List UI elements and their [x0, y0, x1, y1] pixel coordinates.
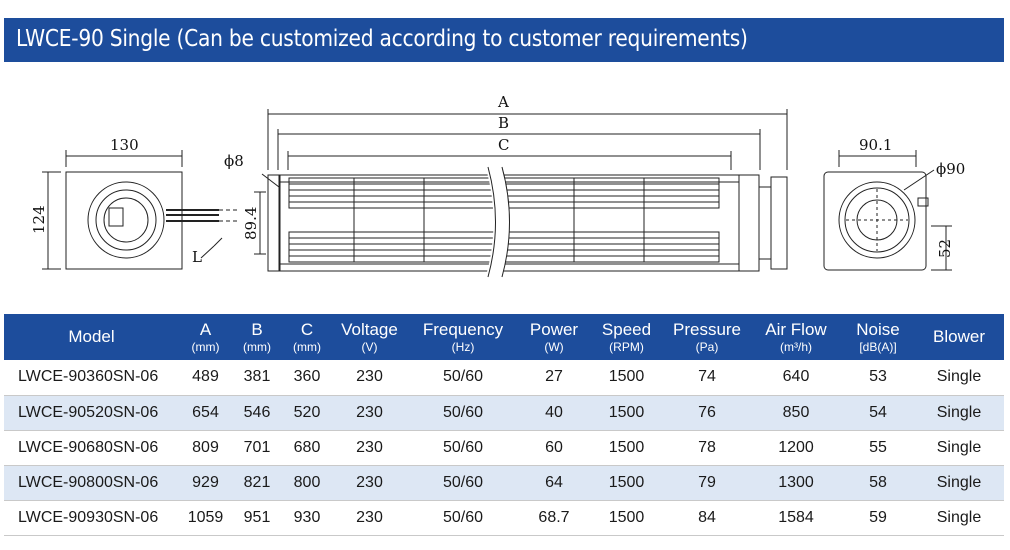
cell-blower: Single — [914, 465, 1004, 501]
cell-speed: 1500 — [589, 430, 664, 466]
cell-frequency: 50/60 — [407, 500, 519, 536]
dim-label-phi8: ϕ8 — [224, 152, 244, 170]
cell-blower: Single — [914, 500, 1004, 536]
cell-frequency: 50/60 — [407, 395, 519, 431]
header-model: Model — [68, 327, 115, 347]
cell-b: 546 — [232, 395, 282, 431]
dim-label-phi90: ϕ90 — [936, 160, 965, 178]
cell-pressure: 84 — [664, 500, 750, 536]
cell-noise: 59 — [842, 500, 914, 536]
cell-power: 64 — [519, 465, 589, 501]
cell-speed: 1500 — [589, 395, 664, 431]
cell-voltage: 230 — [332, 465, 407, 501]
title-banner: LWCE-90 Single (Can be customized accord… — [4, 18, 1004, 62]
cell-b: 381 — [232, 360, 282, 396]
cell-pressure: 76 — [664, 395, 750, 431]
cell-noise: 53 — [842, 360, 914, 396]
cell-air-flow: 640 — [750, 360, 842, 396]
cell-blower: Single — [914, 360, 1004, 396]
cell-a: 1059 — [179, 500, 232, 536]
cell-noise: 58 — [842, 465, 914, 501]
cell-noise: 55 — [842, 430, 914, 466]
cell-voltage: 230 — [332, 500, 407, 536]
cell-power: 40 — [519, 395, 589, 431]
cell-power: 68.7 — [519, 500, 589, 536]
cell-blower: Single — [914, 395, 1004, 431]
cell-pressure: 79 — [664, 465, 750, 501]
table-row: LWCE-90680SN-06 809 701 680 230 50/60 60… — [4, 430, 1004, 466]
right-end-view — [823, 150, 952, 271]
cell-c: 930 — [282, 500, 332, 536]
cell-c: 360 — [282, 360, 332, 396]
cell-air-flow: 1300 — [750, 465, 842, 501]
cell-speed: 1500 — [589, 500, 664, 536]
table-row: LWCE-90930SN-06 1059 951 930 230 50/60 6… — [4, 500, 1004, 536]
dim-label-52: 52 — [936, 239, 954, 258]
cell-speed: 1500 — [589, 465, 664, 501]
header-noise: Noise[dB(A)] — [856, 319, 900, 354]
cell-b: 821 — [232, 465, 282, 501]
side-view — [254, 109, 788, 280]
dim-label-89-4: 89.4 — [242, 207, 260, 240]
cell-air-flow: 1200 — [750, 430, 842, 466]
header-voltage: Voltage(V) — [341, 319, 398, 354]
table-header-row: Model A(mm) B(mm) C(mm) Voltage(V) Frequ… — [4, 314, 1004, 360]
table-row: LWCE-90520SN-06 654 546 520 230 50/60 40… — [4, 395, 1004, 431]
cell-noise: 54 — [842, 395, 914, 431]
cell-model: LWCE-90520SN-06 — [4, 395, 179, 431]
header-speed: Speed(RPM) — [601, 319, 652, 354]
dim-label-a: A — [497, 93, 509, 111]
cell-air-flow: 850 — [750, 395, 842, 431]
header-b: B(mm) — [243, 319, 271, 354]
cell-b: 701 — [232, 430, 282, 466]
cell-frequency: 50/60 — [407, 360, 519, 396]
cell-speed: 1500 — [589, 360, 664, 396]
header-power: Power(W) — [529, 319, 579, 354]
header-c: C(mm) — [293, 319, 321, 354]
cell-a: 809 — [179, 430, 232, 466]
left-end-view — [42, 150, 239, 270]
header-frequency: Frequency(Hz) — [422, 319, 504, 354]
cell-air-flow: 1584 — [750, 500, 842, 536]
cell-power: 27 — [519, 360, 589, 396]
spec-table: Model A(mm) B(mm) C(mm) Voltage(V) Frequ… — [4, 314, 1004, 536]
header-blower: Blower — [933, 327, 985, 347]
cell-c: 680 — [282, 430, 332, 466]
cell-c: 520 — [282, 395, 332, 431]
header-a: A(mm) — [191, 319, 220, 354]
cell-model: LWCE-90680SN-06 — [4, 430, 179, 466]
cell-c: 800 — [282, 465, 332, 501]
cell-blower: Single — [914, 430, 1004, 466]
cell-model: LWCE-90360SN-06 — [4, 360, 179, 396]
cell-power: 60 — [519, 430, 589, 466]
cell-voltage: 230 — [332, 360, 407, 396]
cell-a: 654 — [179, 395, 232, 431]
cell-frequency: 50/60 — [407, 465, 519, 501]
dim-label-124: 124 — [30, 205, 48, 234]
dim-label-c: C — [498, 136, 509, 154]
cell-frequency: 50/60 — [407, 430, 519, 466]
cell-a: 489 — [179, 360, 232, 396]
dimension-drawing-svg: A B C 130 124 ϕ8 89.4 L 90.1 ϕ90 52 — [30, 93, 965, 280]
cell-voltage: 230 — [332, 395, 407, 431]
dim-label-90-1: 90.1 — [859, 136, 892, 154]
cell-pressure: 74 — [664, 360, 750, 396]
dim-label-l: L — [192, 248, 202, 266]
table-row: LWCE-90360SN-06 489 381 360 230 50/60 27… — [4, 360, 1004, 396]
cell-voltage: 230 — [332, 430, 407, 466]
dim-label-130: 130 — [110, 136, 139, 154]
cell-model: LWCE-90800SN-06 — [4, 465, 179, 501]
cell-pressure: 78 — [664, 430, 750, 466]
cell-b: 951 — [232, 500, 282, 536]
table-row: LWCE-90800SN-06 929 821 800 230 50/60 64… — [4, 465, 1004, 501]
technical-drawing: A B C 130 124 ϕ8 89.4 L 90.1 ϕ90 52 — [4, 62, 1004, 314]
cell-model: LWCE-90930SN-06 — [4, 500, 179, 536]
header-pressure: Pressure(Pa) — [672, 319, 742, 354]
header-air-flow: Air Flow(m³/h) — [765, 319, 827, 354]
cell-a: 929 — [179, 465, 232, 501]
page-title: LWCE-90 Single (Can be customized accord… — [16, 26, 748, 52]
dim-label-b: B — [498, 114, 509, 132]
